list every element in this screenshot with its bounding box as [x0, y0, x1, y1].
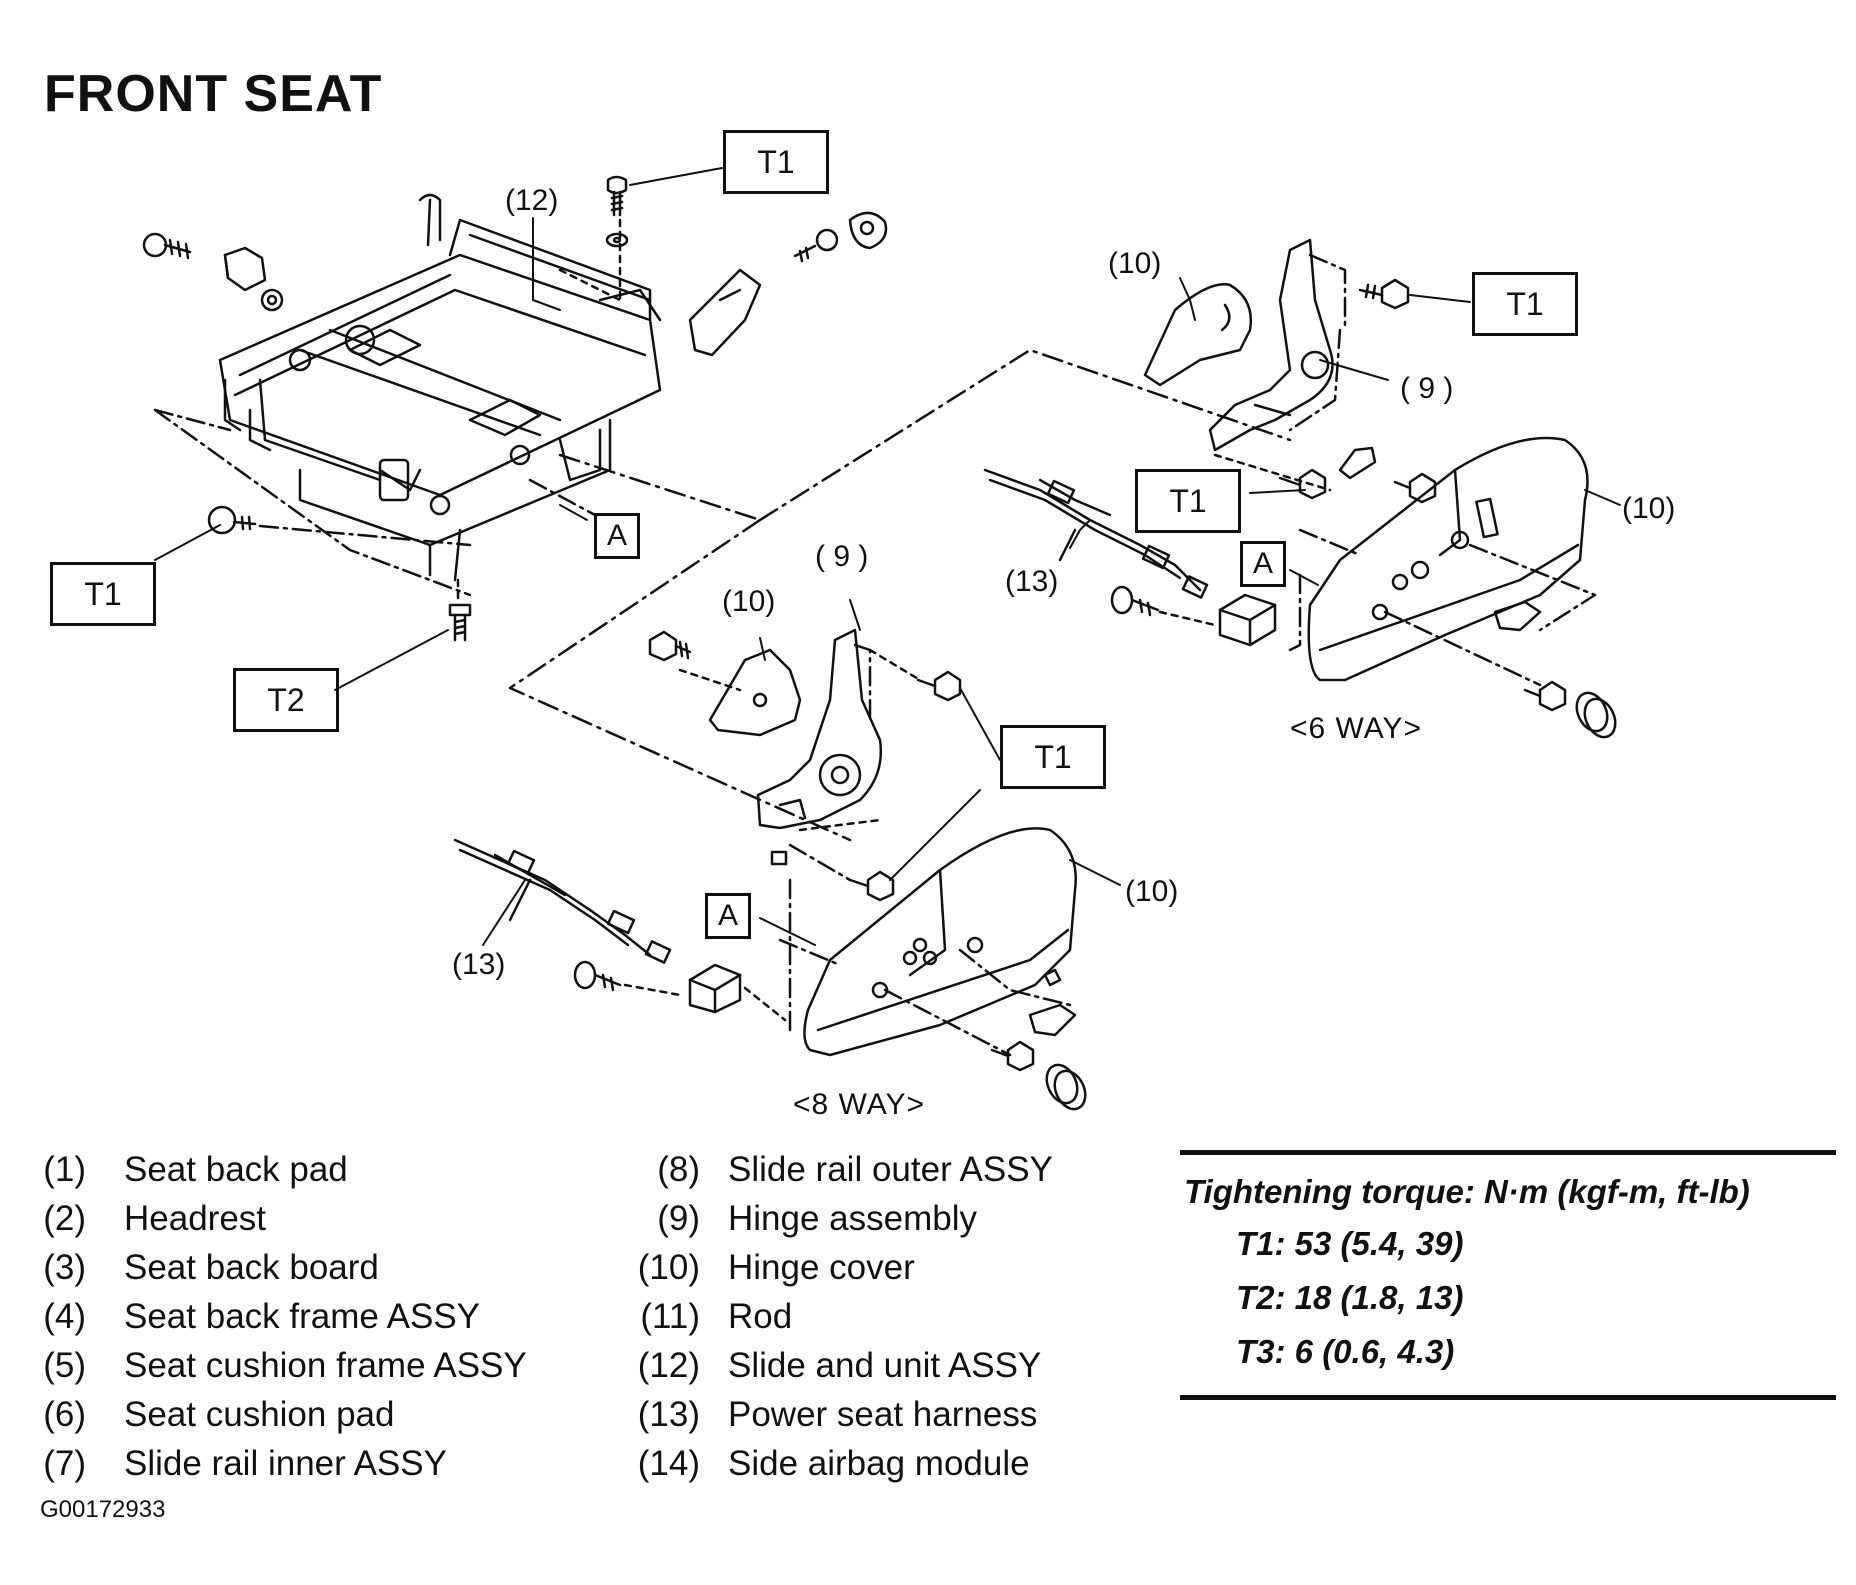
- legend-number: (11): [640, 1297, 700, 1336]
- legend-number: (4): [43, 1297, 86, 1336]
- six-way-side-cover: [983, 436, 1617, 739]
- callout-10-eight-way-cover: (10): [722, 585, 776, 618]
- label-eight-way: <8 WAY>: [793, 1088, 926, 1121]
- legend-part-name: Seat cushion pad: [124, 1395, 395, 1434]
- parts-legend-right: (8) Slide rail outer ASSY (9) Hinge asse…: [604, 1148, 1164, 1488]
- torque-box-t1-lower: T1: [1000, 725, 1106, 789]
- leader-lines: [154, 167, 1621, 946]
- tightening-torque-panel: Tightening torque: N·m (kgf-m, ft-lb) T1…: [1180, 1150, 1836, 1400]
- ref-box-a-left: A: [594, 513, 640, 559]
- legend-number: (13): [637, 1395, 700, 1434]
- legend-part-name: Slide rail outer ASSY: [728, 1150, 1053, 1189]
- torque-value-t3: T3: 6 (0.6, 4.3): [1236, 1333, 1455, 1370]
- figure-id: G00172933: [40, 1496, 166, 1523]
- legend-part-name: Seat back frame ASSY: [124, 1297, 481, 1336]
- page-title: FRONT SEAT: [44, 65, 383, 123]
- torque-value-t1: T1: 53 (5.4, 39): [1236, 1225, 1464, 1262]
- legend-part-name: Slide rail inner ASSY: [124, 1444, 447, 1483]
- callout-10-eight-way-side: (10): [1125, 875, 1179, 908]
- legend-number: (10): [637, 1248, 700, 1287]
- legend-number: (2): [43, 1199, 86, 1238]
- callout-10-six-way-cover: (10): [1108, 247, 1162, 280]
- callout-13-six-way-harness: (13): [1005, 565, 1059, 598]
- legend-number: (12): [637, 1346, 700, 1385]
- torque-box-t1-mid: T1: [1135, 469, 1241, 533]
- legend-number: (9): [657, 1199, 700, 1238]
- top-bolt-washer: [605, 175, 629, 248]
- callout-10-six-way-side: (10): [1622, 492, 1676, 525]
- eight-way-hinge-group: [648, 628, 962, 902]
- legend-number: (5): [43, 1346, 86, 1385]
- six-way-hinge-group: [1143, 238, 1437, 504]
- legend-part-name: Seat back pad: [124, 1150, 348, 1189]
- eight-way-side-cover: [453, 827, 1087, 1111]
- ref-box-a-six-way: A: [1240, 541, 1286, 587]
- top-clip-parts: [688, 211, 888, 357]
- legend-number: (6): [43, 1395, 86, 1434]
- legend-number: (7): [43, 1444, 86, 1483]
- legend-number: (1): [43, 1150, 86, 1189]
- legend-part-name: Rod: [728, 1297, 793, 1336]
- legend-part-name: Seat cushion frame ASSY: [124, 1346, 527, 1385]
- callout-9-eight-way-hinge: ( 9 ): [815, 540, 869, 573]
- legend-part-name: Slide and unit ASSY: [728, 1346, 1042, 1385]
- callout-13-eight-way-harness: (13): [452, 948, 506, 981]
- legend-part-name: Hinge assembly: [728, 1199, 977, 1238]
- torque-box-t1-top: T1: [723, 130, 829, 194]
- small-bracket-parts: [142, 232, 284, 312]
- legend-part-name: Headrest: [124, 1199, 267, 1238]
- torque-box-t2: T2: [233, 668, 339, 732]
- torque-heading: Tightening torque: N·m (kgf-m, ft-lb): [1184, 1173, 1750, 1210]
- parts-legend-left: (1) Seat back pad (2) Headrest (3) Seat …: [0, 1148, 600, 1488]
- legend-part-name: Side airbag module: [728, 1444, 1030, 1483]
- callout-12: (12): [505, 184, 559, 217]
- label-six-way: <6 WAY>: [1290, 712, 1423, 745]
- torque-box-t1-right: T1: [1472, 272, 1578, 336]
- legend-number: (3): [43, 1248, 86, 1287]
- legend-part-name: Power seat harness: [728, 1395, 1038, 1434]
- torque-box-t1-left: T1: [50, 562, 156, 626]
- legend-part-name: Seat back board: [124, 1248, 379, 1287]
- legend-number: (14): [637, 1444, 700, 1483]
- legend-number: (8): [657, 1150, 700, 1189]
- ref-box-a-eight-way: A: [705, 893, 751, 939]
- slide-and-unit-assembly: [218, 193, 662, 582]
- callout-9-six-way-hinge: ( 9 ): [1400, 372, 1454, 405]
- torque-value-t2: T2: 18 (1.8, 13): [1236, 1279, 1464, 1316]
- legend-part-name: Hinge cover: [728, 1248, 915, 1287]
- lower-bolts: [207, 505, 472, 642]
